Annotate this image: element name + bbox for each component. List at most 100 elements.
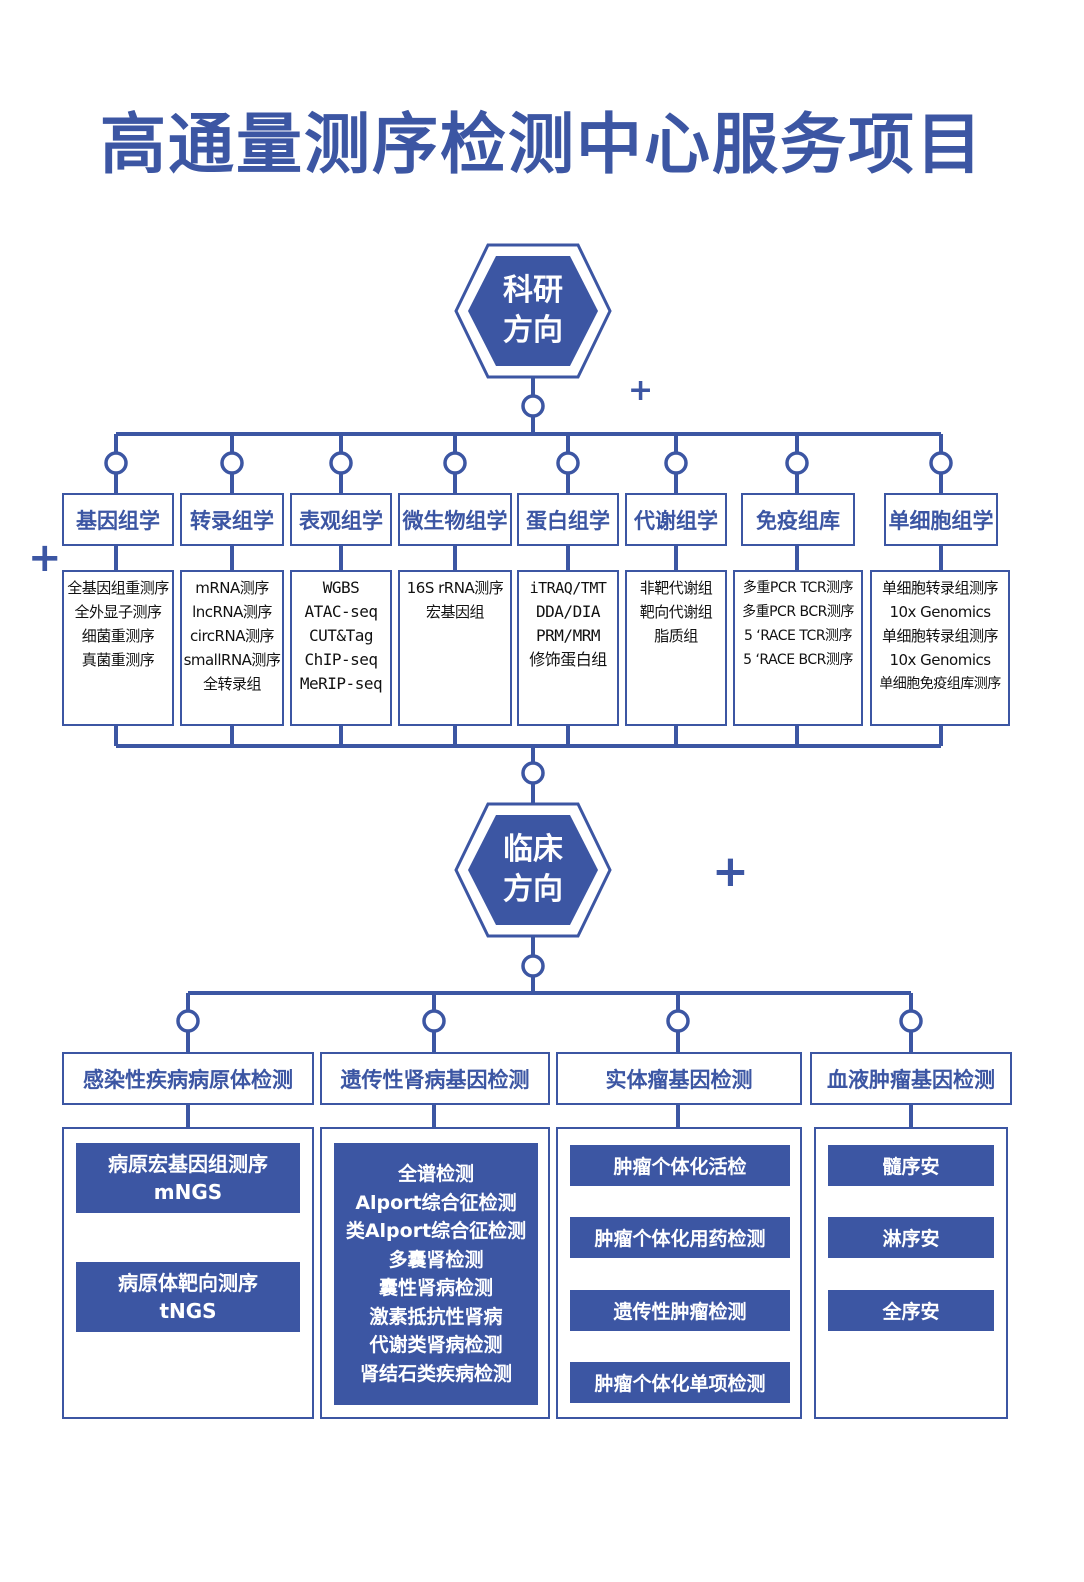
category-infectious-pathogen: 感染性疾病病原体检测 [62,1052,314,1105]
pill-line: 囊性肾病检测 [378,1277,493,1299]
detail-item: lncRNA测序 [192,603,272,621]
detail-item: 5 ‘RACE TCR测序 [743,628,853,644]
detail-item: MeRIP-seq [299,674,383,693]
connector-node [176,1009,200,1033]
research-hub: 科研 方向 [473,271,593,351]
research-hub-inner [468,256,598,366]
category-hereditary-kidney: 遗传性肾病基因检测 [320,1052,550,1105]
pill-line: tNGS [159,1299,217,1323]
detail-item: 修饰蛋白组 [529,650,607,669]
connector-node [785,451,809,475]
detail-item: 单细胞免疫组库测序 [879,676,1001,692]
plus-decoration: + [712,846,749,897]
connector-node [664,451,688,475]
pill-line: 病原体靶向测序 [118,1271,258,1295]
research-hub-outer [454,243,612,379]
box-hereditary-kidney: 全谱检测 Alport综合征检测 类Alport综合征检测 多囊肾检测 囊性肾病… [320,1127,550,1419]
detail-item: circRNA测序 [190,627,274,645]
pill-tumor-biopsy: 肿瘤个体化活检 [570,1145,790,1186]
detail-item: 靶向代谢组 [639,603,713,621]
detail-epigenomics: WGBS ATAC-seq CUT&Tag ChIP-seq MeRIP-seq [290,570,392,726]
category-metabolomics: 代谢组学 [625,493,727,546]
detail-item: 全外显子测序 [74,603,162,621]
detail-item: 全转录组 [202,675,262,693]
box-hematologic-tumor: 髓序安 淋序安 全序安 [814,1127,1008,1419]
detail-item: ATAC-seq [304,602,378,621]
connector-node [556,451,580,475]
detail-item: 细菌重测序 [81,627,155,645]
detail-item: smallRNA测序 [183,651,281,669]
clinical-hub: 临床 方向 [473,830,593,910]
detail-transcriptomics: mRNA测序 lncRNA测序 circRNA测序 smallRNA测序 全转录… [180,570,284,726]
connector-node [220,451,244,475]
connector-node [899,1009,923,1033]
connector-node [521,394,545,418]
pill-line: 类Alport综合征检测 [345,1220,527,1242]
category-single-cell: 单细胞组学 [884,493,998,546]
pill-line: 全谱检测 [397,1163,474,1185]
connector-node [929,451,953,475]
detail-item: PRM/MRM [536,626,600,645]
clinical-hub-inner [468,815,598,925]
pill-line: 代谢类肾病检测 [369,1334,503,1356]
pill-line: 激素抵抗性肾病 [369,1305,503,1328]
pill-line: 病原宏基因组测序 [108,1152,268,1176]
pill-suixuan: 髓序安 [828,1145,994,1186]
pill-kidney-tests: 全谱检测 Alport综合征检测 类Alport综合征检测 多囊肾检测 囊性肾病… [334,1143,538,1405]
detail-item: 多重PCR BCR测序 [742,604,854,620]
category-genomics: 基因组学 [62,493,174,546]
clinical-hub-line1: 临床 [503,832,563,867]
detail-item: iTRAQ/TMT [529,579,607,597]
pill-hereditary-tumor: 遗传性肿瘤检测 [570,1290,790,1331]
pill-mngs: 病原宏基因组测序 mNGS [76,1143,300,1213]
connector-node [422,1009,446,1033]
detail-item: CUT&Tag [309,626,373,645]
pill-line: Alport综合征检测 [355,1191,517,1214]
category-microbiome: 微生物组学 [398,493,512,546]
research-hub-line1: 科研 [503,273,563,308]
pill-tumor-medication: 肿瘤个体化用药检测 [570,1217,790,1258]
detail-item: 多重PCR TCR测序 [742,580,854,596]
connector-node [104,451,128,475]
detail-item: 16S rRNA测序 [406,579,504,597]
detail-metabolomics: 非靶代谢组 靶向代谢组 脂质组 [625,570,727,726]
detail-item: 真菌重测序 [81,651,155,669]
pill-linxuan: 淋序安 [828,1217,994,1258]
clinical-hub-outer [454,802,612,938]
detail-item: 非靶代谢组 [639,579,713,597]
detail-item: 全基因组重测序 [67,579,169,597]
detail-item: 10x Genomics [889,603,991,621]
connector-node [443,451,467,475]
detail-item: WGBS [322,578,360,597]
category-proteomics: 蛋白组学 [517,493,619,546]
detail-proteomics: iTRAQ/TMT DDA/DIA PRM/MRM 修饰蛋白组 [517,570,619,726]
box-infectious-pathogen: 病原宏基因组测序 mNGS 病原体靶向测序 tNGS [62,1127,314,1419]
connector-node [521,761,545,785]
plus-decoration: + [628,373,654,408]
box-solid-tumor: 肿瘤个体化活检 肿瘤个体化用药检测 遗传性肿瘤检测 肿瘤个体化单项检测 [556,1127,802,1419]
category-solid-tumor: 实体瘤基因检测 [556,1052,802,1105]
category-immune-repertoire: 免疫组库 [741,493,855,546]
connector-node [329,451,353,475]
detail-immune-repertoire: 多重PCR TCR测序 多重PCR BCR测序 5 ‘RACE TCR测序 5 … [733,570,863,726]
detail-item: 5 ‘RACE BCR测序 [743,652,853,668]
detail-item: mRNA测序 [195,579,269,597]
detail-item: 脂质组 [654,627,698,645]
detail-item: 10x Genomics [889,651,991,669]
connector-node [521,954,545,978]
page-title: 高通量测序检测中心服务项目 [100,106,984,183]
detail-microbiome: 16S rRNA测序 宏基因组 [398,570,512,726]
clinical-hub-line2: 方向 [503,872,563,907]
category-epigenomics: 表观组学 [290,493,392,546]
plus-decoration: + [28,535,62,581]
detail-item: DDA/DIA [536,602,600,621]
detail-item: 单细胞转录组测序 [881,579,999,597]
category-hematologic-tumor: 血液肿瘤基因检测 [810,1052,1012,1105]
pill-quanxuan: 全序安 [828,1290,994,1331]
category-transcriptomics: 转录组学 [180,493,284,546]
pill-tumor-single-item: 肿瘤个体化单项检测 [570,1362,790,1403]
detail-item: 宏基因组 [425,603,485,621]
pill-line: mNGS [153,1180,223,1204]
detail-single-cell: 单细胞转录组测序 10x Genomics 单细胞转录组测序 10x Genom… [870,570,1010,726]
